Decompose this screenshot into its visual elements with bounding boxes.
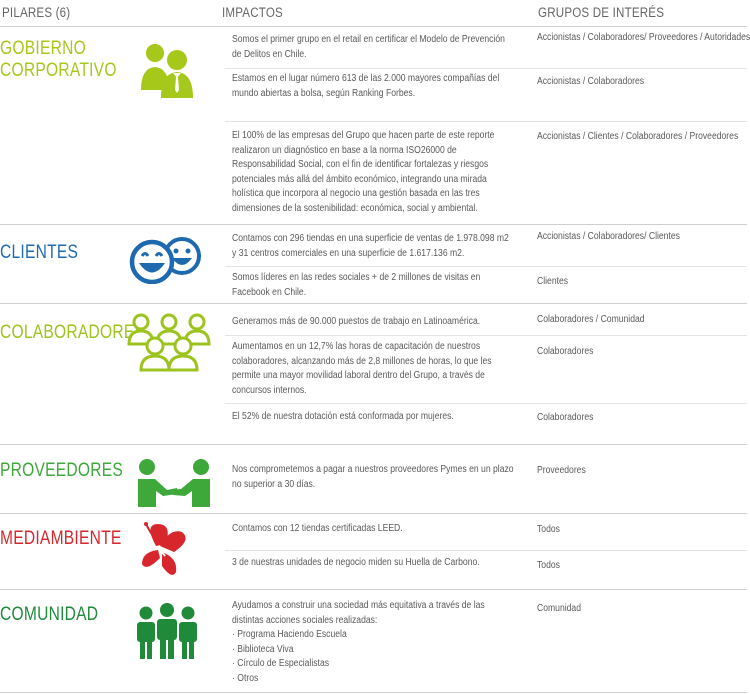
impact-text: Contamos con 12 tiendas certificadas LEE… [232,523,403,534]
pillar-clientes: CLIENTES [0,242,78,264]
section-divider [0,692,747,693]
impact-text: Estamos en el lugar número 613 de las 2.… [232,73,500,99]
header-pilares: PILARES (6) [2,5,71,20]
impact-text: El 100% de las empresas del Grupo que ha… [232,130,495,214]
impact-groups: Todos [537,524,560,535]
row-divider [225,335,747,336]
pillar-name-line1: MEDIAMBIENTE [0,528,122,549]
handshake-icon [138,459,210,507]
section-divider [0,224,747,225]
list-item: · Programa Haciendo Escuela [232,629,347,641]
table-header: PILARES (6) IMPACTOS GRUPOS DE INTERÉS [0,0,750,26]
row-divider [225,121,747,122]
section-divider [0,303,747,304]
impact-text: Somos el primer grupo en el retail en ce… [232,34,505,60]
pillar-name-line1: GOBIERNO [0,38,86,59]
pillar-name-line2: CORPORATIVO [0,60,117,81]
header-grupos: GRUPOS DE INTERÉS [538,5,665,20]
pillar-name-line1: CLIENTES [0,242,79,263]
impact-text: Contamos con 296 tiendas en una superfic… [232,233,509,259]
section-divider [0,444,747,445]
impact-groups: Accionistas / Colaboradores/ Proveedores… [537,32,750,43]
pillar-gobierno-corporativo: GOBIERNO CORPORATIVO [0,38,117,82]
header-impactos: IMPACTOS [222,5,283,20]
row-divider [225,550,747,551]
impact-text: Ayudamos a construir una sociedad más eq… [232,599,485,687]
impact-text: El 52% de nuestra dotación está conforma… [232,411,454,422]
pillar-comunidad: COMUNIDAD [0,604,98,626]
pillar-name-line1: COLABORADORES [0,322,146,343]
list-item: · Otros [232,672,259,684]
people-group-icon [127,313,211,372]
pillar-name-line1: COMUNIDAD [0,604,99,625]
impact-groups: Colaboradores / Comunidad [537,314,645,325]
impact-text: Generamos más de 90.000 puestos de traba… [232,316,481,327]
impact-groups: Proveedores [537,465,586,476]
butterfly-icon [142,522,186,575]
impact-groups: Colaboradores [537,346,594,357]
impact-groups: Accionistas / Colaboradores [537,76,645,87]
pillar-proveedores: PROVEEDORES [0,460,123,482]
section-divider [0,513,747,514]
impact-text: Aumentamos en un 12,7% las horas de capa… [232,341,492,396]
impact-groups: Accionistas / Colaboradores/ Clientes [537,231,680,242]
row-divider [225,403,747,404]
row-divider [225,68,747,69]
pillar-colaboradores: COLABORADORES [0,322,145,344]
impact-groups: Colaboradores [537,412,594,423]
impact-groups: Todos [537,560,560,571]
section-divider [0,589,747,590]
pillar-name-line1: PROVEEDORES [0,460,124,481]
impact-groups: Comunidad [537,603,581,614]
smiley-faces-icon [129,237,201,284]
impact-text: Nos comprometemos a pagar a nuestros pro… [232,464,514,490]
impact-text: 3 de nuestras unidades de negocio miden … [232,557,480,568]
impact-groups: Accionistas / Clientes / Colaboradores /… [537,131,739,142]
header-divider [0,26,747,27]
list-item: · Biblioteca Viva [232,643,294,655]
pillar-mediambiente: MEDIAMBIENTE [0,528,122,550]
community-people-icon [137,603,197,659]
list-item: · Círculo de Especialistas [232,658,330,670]
business-people-icon [141,44,193,98]
row-divider [225,266,747,267]
impact-intro: Ayudamos a construir una sociedad más eq… [232,600,485,626]
impact-groups: Clientes [537,276,569,287]
impact-text: Somos líderes en las redes sociales + de… [232,272,481,298]
